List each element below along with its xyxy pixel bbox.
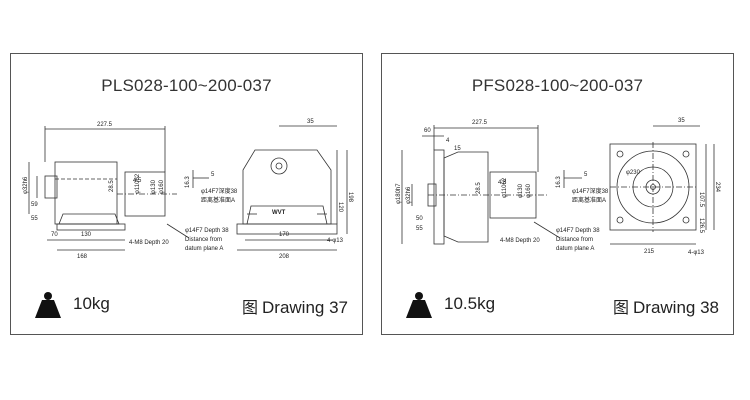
figure-char: 图 (612, 298, 629, 317)
dim-label: 28.5 (109, 180, 115, 192)
dim-label: φ11062 (502, 177, 508, 198)
card-title: PLS028-100~200-037 (101, 76, 272, 95)
dim-label: 4-M8 Depth 20 (500, 238, 540, 244)
dim-label: φ14F7 Depth 38 (556, 228, 600, 234)
dim-label: 16.3 (556, 176, 562, 188)
weight-icon (35, 292, 61, 318)
dim-label: 55 (31, 216, 38, 222)
dim-label: Distance from (185, 237, 222, 243)
dim-label: φ32h6 (406, 186, 412, 204)
dim-label: 234 (714, 182, 720, 193)
brand-mark: WVT (272, 210, 286, 216)
dim-label: 28.5 (476, 182, 482, 194)
technical-drawing-pfs028: 227.5 60 4 15 35 φ180h7 φ32h6 50 55 28.5… (396, 118, 720, 256)
dim-label: φ11062 (135, 173, 141, 194)
dim-label: φ230 (626, 170, 641, 176)
dim-label: 4-φ13 (688, 250, 705, 256)
dim-label: 208 (279, 254, 290, 260)
dim-label: 55 (416, 226, 423, 232)
dim-label: Distance from (556, 237, 593, 243)
dim-label: φ130 (151, 179, 157, 194)
drawing-label-text: Drawing 37 (262, 298, 348, 317)
dim-label: 126.5 (698, 218, 704, 234)
dim-label: φ14F7深度38 (201, 187, 238, 195)
dim-label: 35 (678, 118, 685, 124)
dim-label: 4.5 (133, 178, 142, 184)
dim-label: 距离基准面A (201, 196, 235, 204)
dim-label: 59 (31, 202, 38, 208)
dim-label: φ32h6 (23, 176, 29, 194)
dim-label: 107.5 (698, 192, 704, 208)
card-title: PFS028-100~200-037 (471, 76, 644, 95)
dim-label: 215 (644, 249, 655, 255)
dim-label: 4-φ13 (327, 238, 344, 244)
dim-label: 距离基准面A (572, 196, 606, 204)
dim-label: φ14F7 Depth 38 (185, 228, 229, 234)
dim-label: φ180h7 (396, 183, 402, 204)
dim-label: φ160 (159, 179, 165, 194)
dim-label: 4 (446, 138, 450, 144)
dim-label: φ130 (518, 183, 524, 198)
dim-label: datum plane A (556, 246, 594, 252)
dim-label: 5 (211, 172, 215, 178)
dim-label: 60 (424, 128, 431, 134)
drawing-card-pls028: PLS028-100~200-037 (10, 53, 363, 335)
dim-label: 4.5 (498, 180, 507, 186)
dim-label: 227.5 (472, 120, 488, 126)
dim-label: 120 (337, 202, 343, 213)
dim-label: 50 (416, 216, 423, 222)
figure-char: 图 (241, 298, 258, 317)
dim-label: 130 (81, 232, 92, 238)
dim-label: 198 (347, 192, 353, 203)
weight-value: 10kg (73, 294, 110, 313)
dim-label: 16.3 (185, 176, 191, 188)
dim-label: 4-M8 Depth 20 (129, 240, 169, 246)
dim-label: 170 (279, 232, 290, 238)
dim-label: 168 (77, 254, 88, 260)
dim-label: 35 (307, 119, 314, 125)
dim-label: 5 (584, 172, 588, 178)
dim-label: 70 (51, 232, 58, 238)
technical-drawing-pls028: 227.5 35 130 70 168 170 208 198 120 4-φ1… (23, 119, 353, 260)
drawing-card-pfs028: PFS028-100~200-037 (381, 53, 734, 335)
dim-label: φ14F7深度38 (572, 187, 609, 195)
weight-value: 10.5kg (444, 294, 496, 313)
dim-label: 15 (454, 146, 461, 152)
dim-label: datum plane A (185, 246, 223, 252)
dim-label: 227.5 (97, 122, 113, 128)
drawing-label-text: Drawing 38 (633, 298, 719, 317)
weight-icon (406, 292, 432, 318)
dim-label: φ160 (526, 183, 532, 198)
